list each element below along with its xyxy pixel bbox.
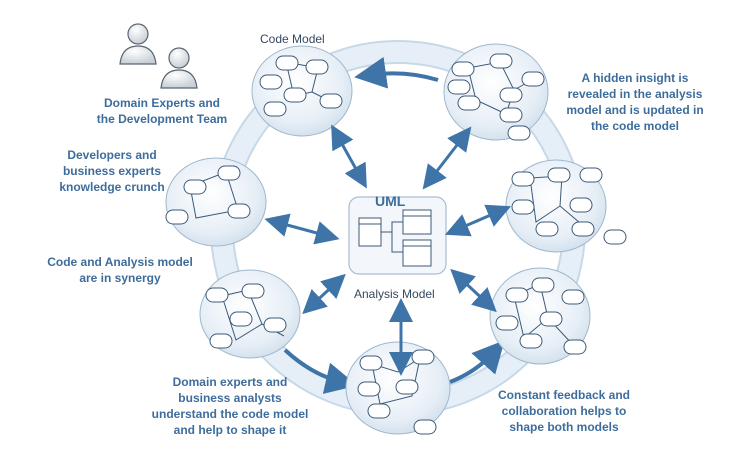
- analysis-model-label: Analysis Model: [354, 287, 435, 301]
- analysis-cluster-bottom: [345, 341, 451, 435]
- analysis-cluster-right: [505, 159, 627, 253]
- caption-feedback: Constant feedback and collaboration help…: [497, 388, 631, 434]
- cycle-arrows: [283, 56, 505, 394]
- analysis-cluster-bottom-right: [489, 267, 591, 365]
- code-model-cluster-lower-left: [199, 269, 301, 359]
- code-model-cluster-left: [165, 157, 267, 247]
- caption-team: Domain Experts and the Development Team: [96, 96, 228, 126]
- uml-label: UML: [375, 193, 406, 209]
- analysis-cluster-top-right: [443, 43, 549, 141]
- analysis-model-box: [348, 196, 447, 275]
- people-icon: [119, 23, 198, 89]
- caption-crunch: Developers and business experts knowledg…: [59, 148, 165, 194]
- uml-diagram-icon: [358, 209, 432, 267]
- caption-insight: A hidden insight is revealed in the anal…: [566, 71, 704, 133]
- caption-synergy: Code and Analysis model are in synergy: [47, 255, 193, 285]
- code-model-cluster-top: [251, 45, 353, 137]
- code-model-label: Code Model: [260, 32, 325, 46]
- sync-arrows: [264, 124, 512, 376]
- caption-shape: Domain experts and business analysts und…: [151, 375, 309, 437]
